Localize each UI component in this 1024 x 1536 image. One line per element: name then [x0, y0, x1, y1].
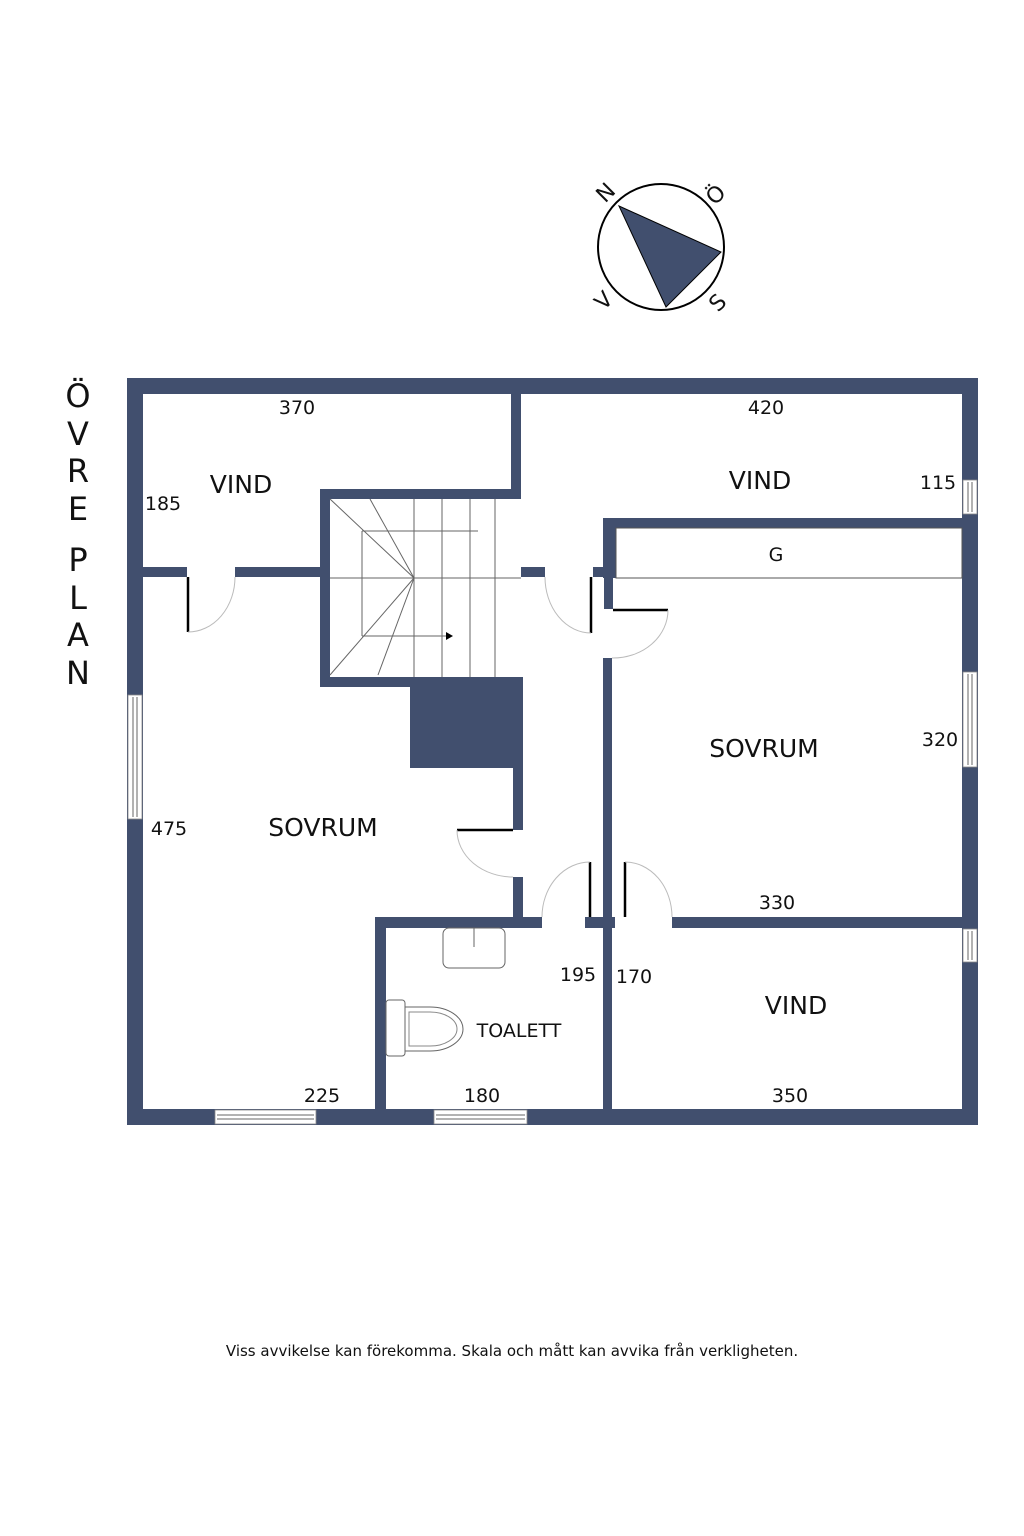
- compass-rose-icon: N Ö S V: [590, 179, 732, 317]
- wall-hall-stub: [521, 567, 545, 577]
- floor-title-letter: E: [67, 489, 89, 528]
- doors: [186, 576, 673, 918]
- closet-outline: [615, 527, 963, 579]
- dim-sovrum-right-width: 330: [759, 892, 795, 914]
- floor-title-letter: N: [66, 653, 90, 692]
- stair-line: [329, 577, 415, 676]
- room-label-toalett: TOALETT: [476, 1020, 562, 1042]
- toilet-seat: [408, 1011, 458, 1047]
- floor-title-letter: P: [68, 541, 88, 579]
- room-label-sovrum-right: SOVRUM: [709, 734, 818, 763]
- sink-icon: [442, 927, 506, 969]
- wall-sovrum-right-bottom: [672, 917, 977, 928]
- room-label-sovrum-left: SOVRUM: [268, 813, 377, 842]
- stair-line: [377, 577, 415, 676]
- room-label-closet: G: [769, 544, 784, 566]
- dim-toalett-width: 180: [464, 1085, 500, 1107]
- dim-vind-top-left-width: 370: [279, 397, 315, 419]
- wall-closet-left: [603, 518, 616, 578]
- stair-line: [369, 498, 415, 579]
- chimney-block: [410, 677, 523, 768]
- floor-title: Ö V R E P L A N: [56, 377, 100, 692]
- floor-title-letter: V: [67, 414, 89, 453]
- dim-sovrum-left-width: 225: [304, 1085, 340, 1107]
- wall-closet-top: [603, 518, 978, 528]
- wall-top: [127, 378, 977, 394]
- wall-attic-left-bottom-a: [143, 567, 187, 577]
- window-bottom-toilet: [433, 1109, 528, 1125]
- window-left: [127, 694, 143, 820]
- room-label-vind-top-right: VIND: [729, 466, 791, 495]
- window-bottom-sovrum: [214, 1109, 317, 1125]
- wall-stair-left: [320, 489, 330, 687]
- dim-vind-top-right-depth: 115: [920, 472, 956, 494]
- dim-sovrum-left-depth: 475: [151, 818, 187, 840]
- door-swing-arc: [544, 576, 592, 634]
- dim-vind-bottom-right-width: 350: [772, 1085, 808, 1107]
- windows: [127, 479, 978, 1125]
- compass-south-label: S: [705, 290, 733, 318]
- door-swing-arc: [611, 609, 669, 659]
- room-label-vind-top-left: VIND: [210, 470, 272, 499]
- floor-title-letter: R: [66, 452, 90, 490]
- toilet-bowl: [404, 1006, 464, 1052]
- wall-attic-left-bottom-b: [235, 567, 325, 577]
- window-right-attic: [962, 479, 978, 515]
- wall-toilet-left: [375, 917, 386, 1109]
- compass-west-label: V: [590, 287, 618, 315]
- wall-stair-top: [320, 489, 521, 499]
- wall-bottom: [127, 1109, 977, 1125]
- dim-vind-top-left-depth: 185: [145, 493, 181, 515]
- toilet-icon: [385, 999, 464, 1057]
- wall-closet-stub: [593, 567, 616, 577]
- stair-arrow-icon: [446, 632, 453, 640]
- wall-toilet-top: [375, 917, 542, 928]
- wall-hall-left-lower: [513, 877, 523, 919]
- dim-vind-top-right-width: 420: [748, 397, 784, 419]
- door-swing-arc: [541, 861, 591, 918]
- room-label-vind-bottom-right: VIND: [765, 991, 827, 1020]
- dim-vind-bottom-right-depth: 170: [616, 966, 652, 988]
- wall-attic-divider: [511, 378, 521, 498]
- floor-title-letter: L: [69, 578, 87, 617]
- wall-door-stub-center: [585, 917, 615, 928]
- door-swing-arc: [187, 576, 236, 633]
- stair-line: [329, 498, 415, 579]
- wall-sovrum-right-top: [604, 577, 613, 609]
- door-swing-arc: [624, 861, 673, 918]
- staircase-icon: [329, 498, 521, 677]
- wall-sovrum-right-left: [603, 658, 612, 1109]
- floor-title-letter: A: [67, 616, 89, 654]
- dim-toalett-depth: 195: [560, 964, 596, 986]
- compass-needle-icon: [617, 204, 722, 308]
- wall-hall-left-upper: [513, 687, 523, 830]
- door-swing-arc: [456, 829, 514, 878]
- window-right-sovrum: [962, 671, 978, 768]
- floor-title-letter: Ö: [65, 377, 91, 415]
- toilet-tank: [385, 999, 406, 1057]
- dim-sovrum-right-depth: 320: [922, 729, 958, 751]
- window-right-lower-attic: [962, 928, 978, 963]
- disclaimer-text: Viss avvikelse kan förekomma. Skala och …: [225, 1342, 799, 1360]
